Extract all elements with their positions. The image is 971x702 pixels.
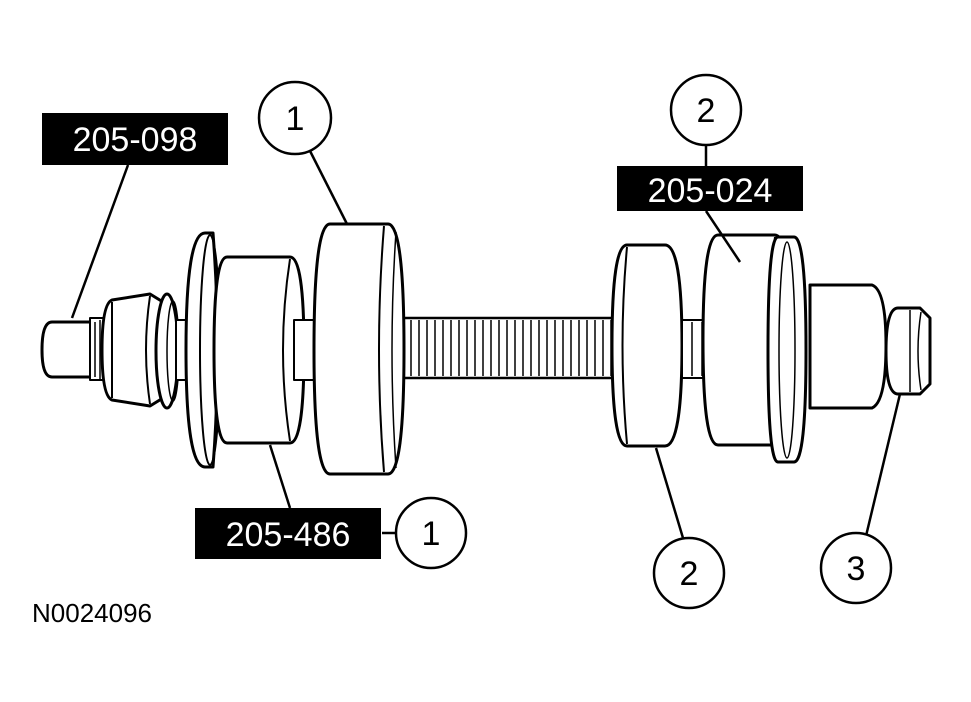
leader-callout-1-top [306,146,349,225]
leader-callout-2-bottom [654,447,685,539]
leader-205-024 [704,210,742,263]
figure-id: N0024096 [32,598,152,628]
callout-number: 1 [286,100,305,138]
leader-callout-3 [864,393,902,537]
rod-thread-lines [402,320,620,376]
tag-205-098: 205-098 [42,113,228,165]
callout-number: 3 [847,550,866,588]
leader-205-486 [268,444,292,509]
leader-205-098 [70,164,130,319]
nut-3 [808,283,932,410]
callout-3: 3 [819,531,893,605]
callout-2-bottom: 2 [652,536,726,610]
threaded-rod [393,316,629,380]
tag-205-486: 205-486 [195,508,381,559]
callout-1-bottom: 1 [394,496,468,570]
cup-205-486 [184,231,317,469]
cup-205-024 [701,233,808,464]
callout-number: 2 [680,555,699,593]
tag-205-024: 205-024 [617,166,803,211]
tag-label: 205-486 [226,516,351,554]
callout-number: 2 [697,92,716,130]
disc-2 [610,243,713,448]
tag-label: 205-098 [73,121,198,159]
callout-1-top: 1 [257,80,333,156]
adapter-205-098 [40,292,191,410]
leader-lines [70,145,902,539]
callout-2-top: 2 [669,73,743,147]
callout-number: 1 [422,515,441,553]
receiver-cylinder-1 [312,222,406,476]
tag-label: 205-024 [648,172,773,210]
